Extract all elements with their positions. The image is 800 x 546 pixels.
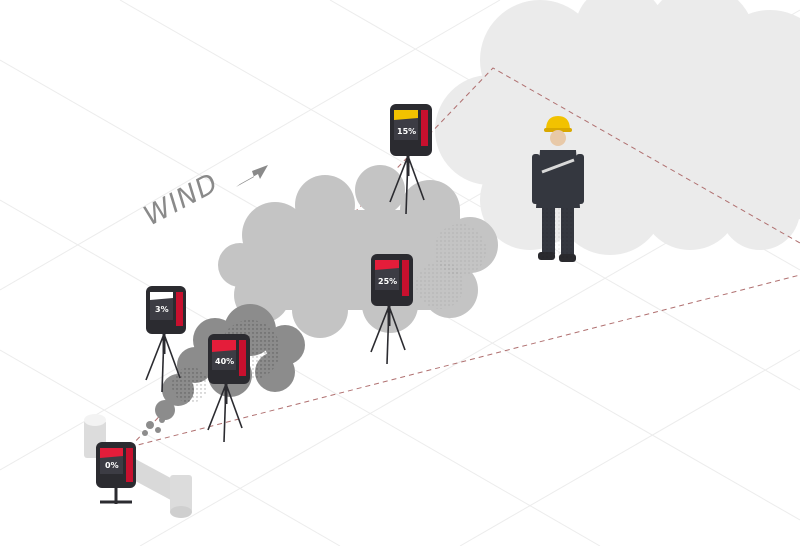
detector-reading: 40% xyxy=(215,357,234,366)
wind-label: WIND xyxy=(139,167,224,232)
detector-reading: 3% xyxy=(155,305,169,314)
detector-d1[interactable]: 0% xyxy=(96,442,136,504)
detector-reading: 25% xyxy=(378,277,397,286)
status-indicator xyxy=(212,340,236,352)
detector-d2[interactable]: 3% xyxy=(146,286,186,392)
background-cloud xyxy=(435,0,800,255)
detector-reading: 0% xyxy=(105,461,119,470)
wind-arrow-icon xyxy=(236,165,268,187)
detector-reading: 15% xyxy=(397,127,416,136)
